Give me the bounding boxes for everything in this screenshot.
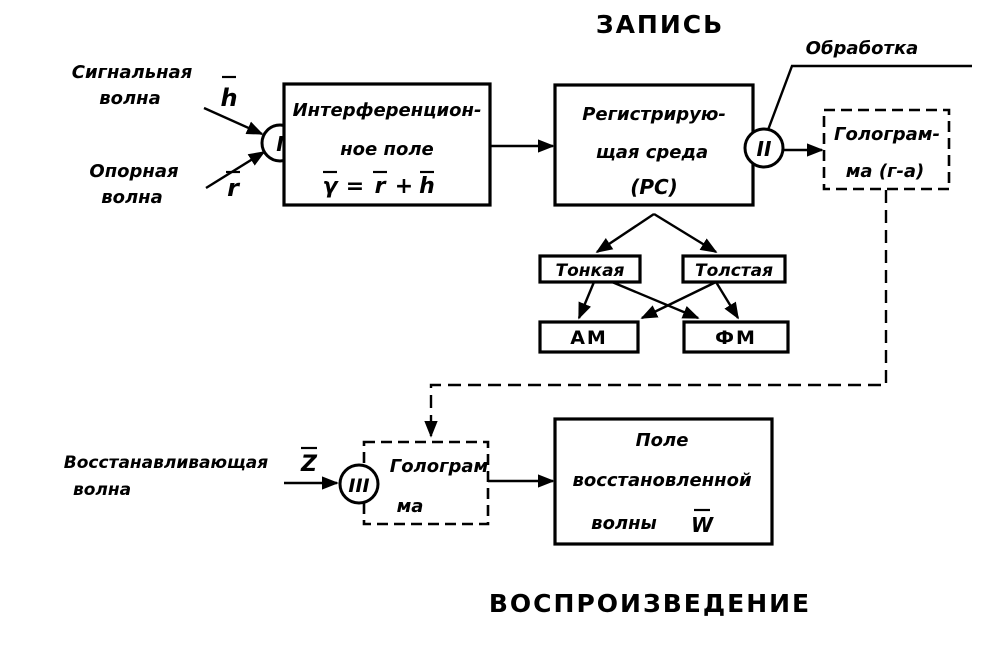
hologram-bottom-label-line1: Голограм [390, 456, 489, 477]
interference-label-line1: Интерференцион- [293, 100, 482, 121]
playback-heading: ВОСПРОИЗВЕДЕНИЕ [489, 589, 811, 618]
medium-to-thin-arrow [595, 213, 655, 253]
thick-label: Толстая [695, 261, 773, 281]
thin-label: Тонкая [556, 261, 625, 281]
am-box [538, 320, 640, 354]
restored-label-line3: волны [591, 513, 657, 534]
reference-wave-label-line2: волна [101, 187, 163, 208]
processing-line [766, 64, 972, 131]
hologram-bottom-label-line2: ма [397, 496, 424, 517]
hologram-transfer-line [424, 190, 888, 438]
restoring-wave-label-line1: Восстанавливающая [64, 453, 268, 473]
signal-wave-label-line1: Сигнальная [72, 62, 193, 83]
restoring-wave-label-line2: волна [73, 480, 131, 500]
medium-to-thick-arrow [653, 212, 718, 254]
signal-arrow [203, 106, 264, 136]
restored-label-line1: Поле [636, 430, 689, 451]
formula-gamma: γ [323, 174, 340, 199]
interference-formula: γ = r + h [323, 170, 435, 199]
medium-label-line2: щая среда [596, 142, 708, 163]
thick-to-fm-arrow [714, 281, 740, 320]
processing-label: Обработка [806, 38, 919, 59]
interference-field-box [282, 82, 492, 207]
formula-plus: + [395, 174, 413, 199]
am-label: АМ [570, 327, 608, 349]
thin-to-am-arrow [577, 281, 596, 320]
thick-box [681, 254, 787, 284]
node-3-circle [338, 463, 380, 505]
node-3-label: III [348, 475, 369, 497]
hologram-top-label-line1: Голограм- [834, 124, 940, 145]
restored-field-box [553, 417, 774, 546]
reference-symbol: r [227, 174, 241, 202]
restored-label-line2: восстановленной [572, 470, 752, 491]
fm-label: ФМ [715, 327, 757, 349]
interference-label-line2: ное поле [340, 139, 433, 160]
node-2-label: II [757, 137, 772, 161]
node-2-circle [743, 127, 785, 169]
hologram-bottom-box [362, 440, 490, 526]
node-1-label: I [276, 132, 284, 156]
record-heading: ЗАПИСЬ [596, 10, 724, 39]
fm-box [682, 320, 790, 354]
hologram-top-label-line2: ма (г-а) [846, 161, 925, 182]
medium-label-line1: Регистрирую- [582, 104, 726, 125]
formula-equals: = [346, 174, 364, 199]
registering-medium-box [553, 83, 755, 207]
restored-symbol: W [691, 513, 714, 537]
reference-wave-label-line1: Опорная [89, 161, 179, 182]
reference-arrow [205, 150, 266, 190]
formula-h: h [419, 174, 435, 199]
thick-to-am-arrow [640, 280, 717, 320]
signal-symbol: h [220, 84, 237, 112]
thin-to-fm-arrow [611, 280, 700, 320]
formula-r: r [375, 174, 387, 199]
signal-wave-label-line2: волна [99, 88, 161, 109]
restoring-symbol: Z [300, 452, 318, 477]
hologram-top-box [822, 108, 951, 191]
medium-label-line3: (РС) [630, 175, 678, 199]
thin-box [538, 254, 642, 284]
